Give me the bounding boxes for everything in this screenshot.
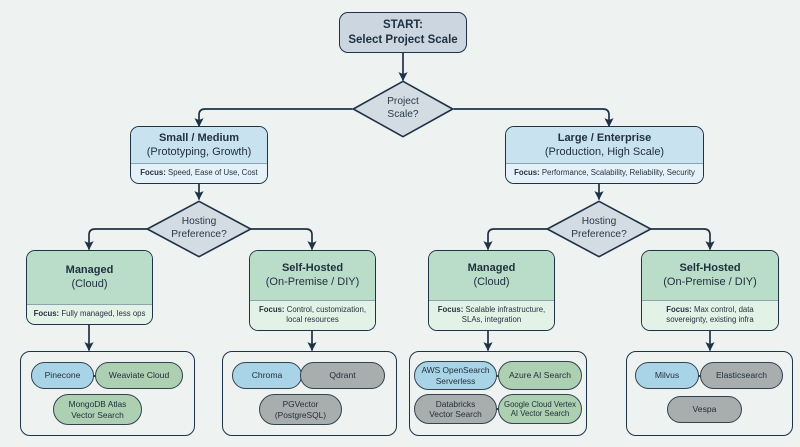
option-pinecone[interactable]: Pinecone <box>31 362 94 389</box>
decision-project-scale-label: Project Scale? <box>387 96 419 120</box>
node-self-hosted-ent[interactable]: Self-Hosted (On-Premise / DIY) Focus: Ma… <box>641 250 779 331</box>
start-label-line1: START: <box>382 18 424 31</box>
option-weaviate-cloud[interactable]: Weaviate Cloud <box>95 362 183 389</box>
decision-hosting-preference-right[interactable]: Hosting Preference? <box>546 200 652 258</box>
option-qdrant[interactable]: Qdrant <box>300 362 385 389</box>
option-elasticsearch[interactable]: Elasticsearch <box>700 362 783 389</box>
option-pgvector[interactable]: PGVector (PostgreSQL) <box>259 394 342 425</box>
node-small-medium-focus: Focus: Speed, Ease of Use, Cost <box>131 162 267 183</box>
node-small-medium[interactable]: Small / Medium (Prototyping, Growth) Foc… <box>130 126 268 184</box>
option-vespa[interactable]: Vespa <box>667 396 742 423</box>
node-managed-cloud-smb-focus: Focus: Fully managed, less ops <box>27 303 152 324</box>
node-large-enterprise-focus: Focus: Performance, Scalability, Reliabi… <box>506 162 703 183</box>
option-databricks-vector-search[interactable]: Databricks Vector Search <box>414 394 497 424</box>
start-label-line2: Select Project Scale <box>348 33 458 46</box>
node-small-medium-header: Small / Medium (Prototyping, Growth) <box>131 127 267 163</box>
diamond-shape-icon <box>146 200 252 258</box>
edge-hostingL-to-selfhosted <box>242 228 317 251</box>
node-self-hosted-smb[interactable]: Self-Hosted (On-Premise / DIY) Focus: Co… <box>249 250 376 331</box>
option-azure-ai-search[interactable]: Azure AI Search <box>498 361 582 390</box>
decision-project-scale[interactable]: Project Scale? <box>352 80 454 138</box>
decision-hosting-left-label: Hosting Preference? <box>171 216 227 240</box>
edge-hostingR-to-managed <box>483 228 556 251</box>
node-managed-cloud-ent[interactable]: Managed (Cloud) Focus: Scalable infrastr… <box>428 250 555 331</box>
option-mongodb-atlas-vector-search[interactable]: MongoDB Atlas Vector Search <box>53 394 142 425</box>
option-milvus[interactable]: Milvus <box>635 362 699 389</box>
node-managed-cloud-ent-focus: Focus: Scalable infrastructure, SLAs, in… <box>429 299 554 330</box>
decision-hosting-preference-left[interactable]: Hosting Preference? <box>146 200 252 258</box>
node-managed-cloud-smb[interactable]: Managed (Cloud) Focus: Fully managed, le… <box>26 250 153 325</box>
edge-scale-to-large <box>453 108 614 128</box>
node-large-enterprise-header: Large / Enterprise (Production, High Sca… <box>506 127 703 163</box>
node-self-hosted-ent-focus: Focus: Max control, data sovereignty, ex… <box>642 299 778 330</box>
option-chroma[interactable]: Chroma <box>232 362 302 389</box>
node-managed-cloud-ent-header: Managed (Cloud) <box>429 251 554 300</box>
node-self-hosted-smb-header: Self-Hosted (On-Premise / DIY) <box>250 251 375 300</box>
diamond-shape-icon <box>352 80 454 138</box>
decision-hosting-right-label: Hosting Preference? <box>571 216 627 240</box>
diamond-shape-icon <box>546 200 652 258</box>
option-aws-opensearch-serverless[interactable]: AWS OpenSearch Serverless <box>414 361 497 390</box>
node-self-hosted-smb-focus: Focus: Control, customization, local res… <box>250 299 375 330</box>
start-node[interactable]: START: Select Project Scale <box>339 12 467 53</box>
node-self-hosted-ent-header: Self-Hosted (On-Premise / DIY) <box>642 251 778 300</box>
edge-hostingR-to-selfhosted <box>642 228 715 251</box>
edge-scale-to-small <box>194 108 353 128</box>
node-managed-cloud-smb-header: Managed (Cloud) <box>27 251 152 304</box>
option-google-cloud-vertex-ai-vector-search[interactable]: Google Cloud Vertex AI Vector Search <box>498 394 582 424</box>
node-large-enterprise[interactable]: Large / Enterprise (Production, High Sca… <box>505 126 704 184</box>
